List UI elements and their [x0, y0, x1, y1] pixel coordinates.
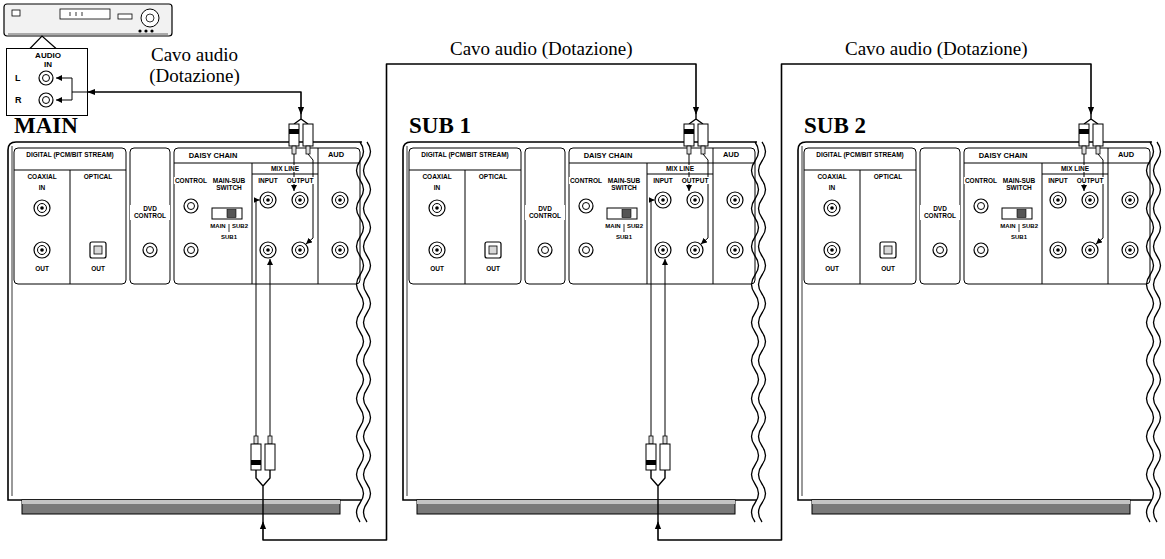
panel-label: SUB1: [220, 234, 238, 241]
dvd-changer-sub2: [798, 114, 1161, 522]
panel-label: OUT: [429, 265, 445, 272]
panel-label: SUB2: [231, 223, 249, 230]
panel-label: DVD CONTROL: [130, 205, 170, 220]
panel-label: OUT: [34, 265, 50, 272]
panel-label: MAIN-SUB SWITCH: [998, 177, 1040, 192]
panel-label: DAISY CHAIN: [978, 152, 1029, 161]
panel-label: MAIN: [209, 223, 226, 230]
audio-in-panel: AUDIO IN LR: [6, 48, 88, 116]
panel-label: OUTPUT: [286, 177, 315, 184]
panel-label: CONTROL: [569, 177, 603, 184]
panel-label: SUB2: [626, 223, 644, 230]
audio-in-jacks: [39, 71, 88, 107]
panel-label: AUD: [327, 151, 345, 160]
panel-label: MAIN-SUB SWITCH: [208, 177, 250, 192]
panel-label: DVD CONTROL: [525, 205, 565, 220]
panel-label: INPUT: [257, 177, 279, 184]
unit-name: SUB 1: [409, 113, 471, 139]
panel-label: OUT: [485, 265, 501, 272]
changer-unit: SUB 1: [399, 114, 759, 522]
audio-cable: [658, 64, 1091, 540]
panel-label: OPTICAL: [83, 173, 114, 180]
panel-label: COAXIAL: [421, 173, 452, 180]
panel-label: COAXIAL: [26, 173, 57, 180]
unit-name: SUB 2: [804, 113, 866, 139]
panel-label: MIX LINE: [270, 165, 300, 172]
channel-label: R: [15, 95, 22, 106]
cable-label: Cavo audio (Dotazione): [447, 38, 636, 59]
panel-label: DIGITAL (PCM/BIT STREAM): [420, 151, 510, 158]
panel-label: OPTICAL: [873, 173, 904, 180]
input-plugs: [646, 200, 670, 522]
panel-label: OUTPUT: [1076, 177, 1105, 184]
panel-label: INPUT: [1047, 177, 1069, 184]
panel-label: OUTPUT: [681, 177, 710, 184]
panel-label: MIX LINE: [665, 165, 695, 172]
dvd-changer-main: [8, 114, 371, 522]
amplifier-drawing: [4, 4, 172, 49]
panel-label: DVD CONTROL: [920, 205, 960, 220]
channel-label: L: [15, 73, 21, 84]
panel-label: MIX LINE: [1060, 165, 1090, 172]
panel-label: MAIN-SUB SWITCH: [603, 177, 645, 192]
panel-label: SUB1: [615, 234, 633, 241]
panel-label: COAXIAL: [816, 173, 847, 180]
audio-cable: [88, 92, 301, 114]
panel-label: DIGITAL (PCM/BIT STREAM): [815, 151, 905, 158]
changer-unit: MAIN: [4, 114, 364, 522]
panel-label: DAISY CHAIN: [188, 152, 239, 161]
panel-label: DIGITAL (PCM/BIT STREAM): [25, 151, 115, 158]
panel-label: INPUT: [652, 177, 674, 184]
panel-label: CONTROL: [964, 177, 998, 184]
panel-label: AUD: [722, 151, 740, 160]
changer-unit: SUB 2: [794, 114, 1154, 522]
panel-label: IN: [433, 184, 442, 191]
panel-label: OUT: [90, 265, 106, 272]
unit-name: MAIN: [14, 113, 78, 139]
panel-label: IN: [828, 184, 837, 191]
cable-label: Cavo audio (Dotazione): [842, 38, 1031, 59]
panel-label: SUB1: [1010, 234, 1028, 241]
panel-label: CONTROL: [174, 177, 208, 184]
cable-label: Cavo audio (Dotazione): [132, 44, 258, 86]
panel-label: MAIN: [999, 223, 1016, 230]
input-plugs: [251, 200, 275, 522]
panel-label: MAIN: [604, 223, 621, 230]
input-heading: AUDIO IN: [31, 51, 65, 69]
panel-label: OPTICAL: [478, 173, 509, 180]
panel-label: OUT: [880, 265, 896, 272]
audio-cable: [263, 64, 696, 540]
panel-label: DAISY CHAIN: [583, 152, 634, 161]
panel-label: OUT: [824, 265, 840, 272]
panel-label: SUB2: [1021, 223, 1039, 230]
panel-label: AUD: [1117, 151, 1135, 160]
dvd-changer-sub1: [403, 114, 766, 522]
panel-label: IN: [38, 184, 47, 191]
